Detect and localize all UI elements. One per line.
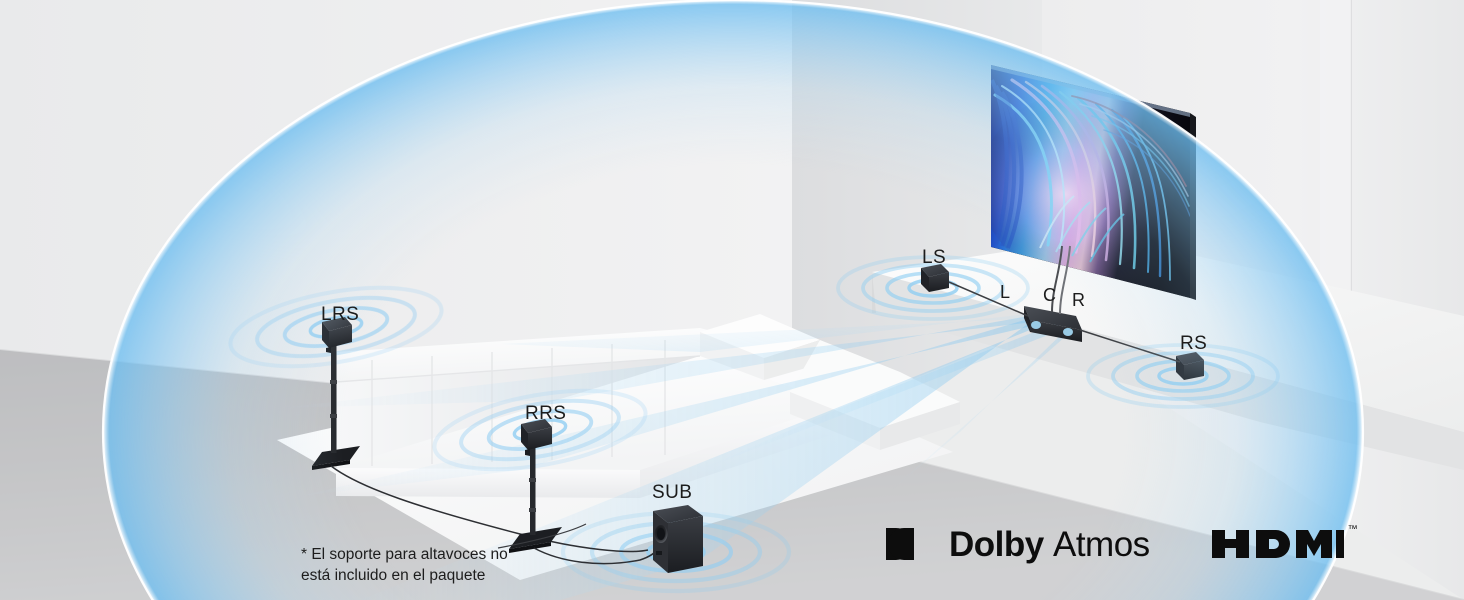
hdmi-trademark-symbol: ™ xyxy=(1347,524,1358,535)
label-lrs: LRS xyxy=(321,304,360,325)
hdmi-wordmark-icon xyxy=(1211,530,1344,558)
label-l: L xyxy=(1000,282,1011,302)
label-c: C xyxy=(1043,285,1057,305)
dolby-atmos-logo: Dolby Atmos xyxy=(884,525,1150,563)
hdmi-logo: ™ xyxy=(1210,524,1358,562)
dolby-double-d-icon xyxy=(886,528,914,560)
dolby-atmos-wordmark: Dolby Atmos xyxy=(949,527,1150,562)
footnote-line-2: está incluido en el paquete xyxy=(301,566,486,584)
certification-logos: Dolby Atmos ™ xyxy=(884,524,1358,563)
label-sub: SUB xyxy=(652,482,693,503)
label-r: R xyxy=(1072,290,1086,310)
atmos-word-text: Atmos xyxy=(1052,524,1150,564)
dolby-word: Dolby xyxy=(949,524,1044,564)
atmos-word xyxy=(1044,525,1053,564)
label-rrs: RRS xyxy=(525,403,567,424)
footnote-disclaimer: * El soporte para altavoces no está incl… xyxy=(301,545,531,587)
label-ls: LS xyxy=(922,247,947,268)
dome-fill xyxy=(103,0,1363,600)
dome-edge-line xyxy=(102,0,1364,600)
label-rs: RS xyxy=(1180,333,1208,354)
footnote-line-1: * El soporte para altavoces no xyxy=(301,546,508,563)
